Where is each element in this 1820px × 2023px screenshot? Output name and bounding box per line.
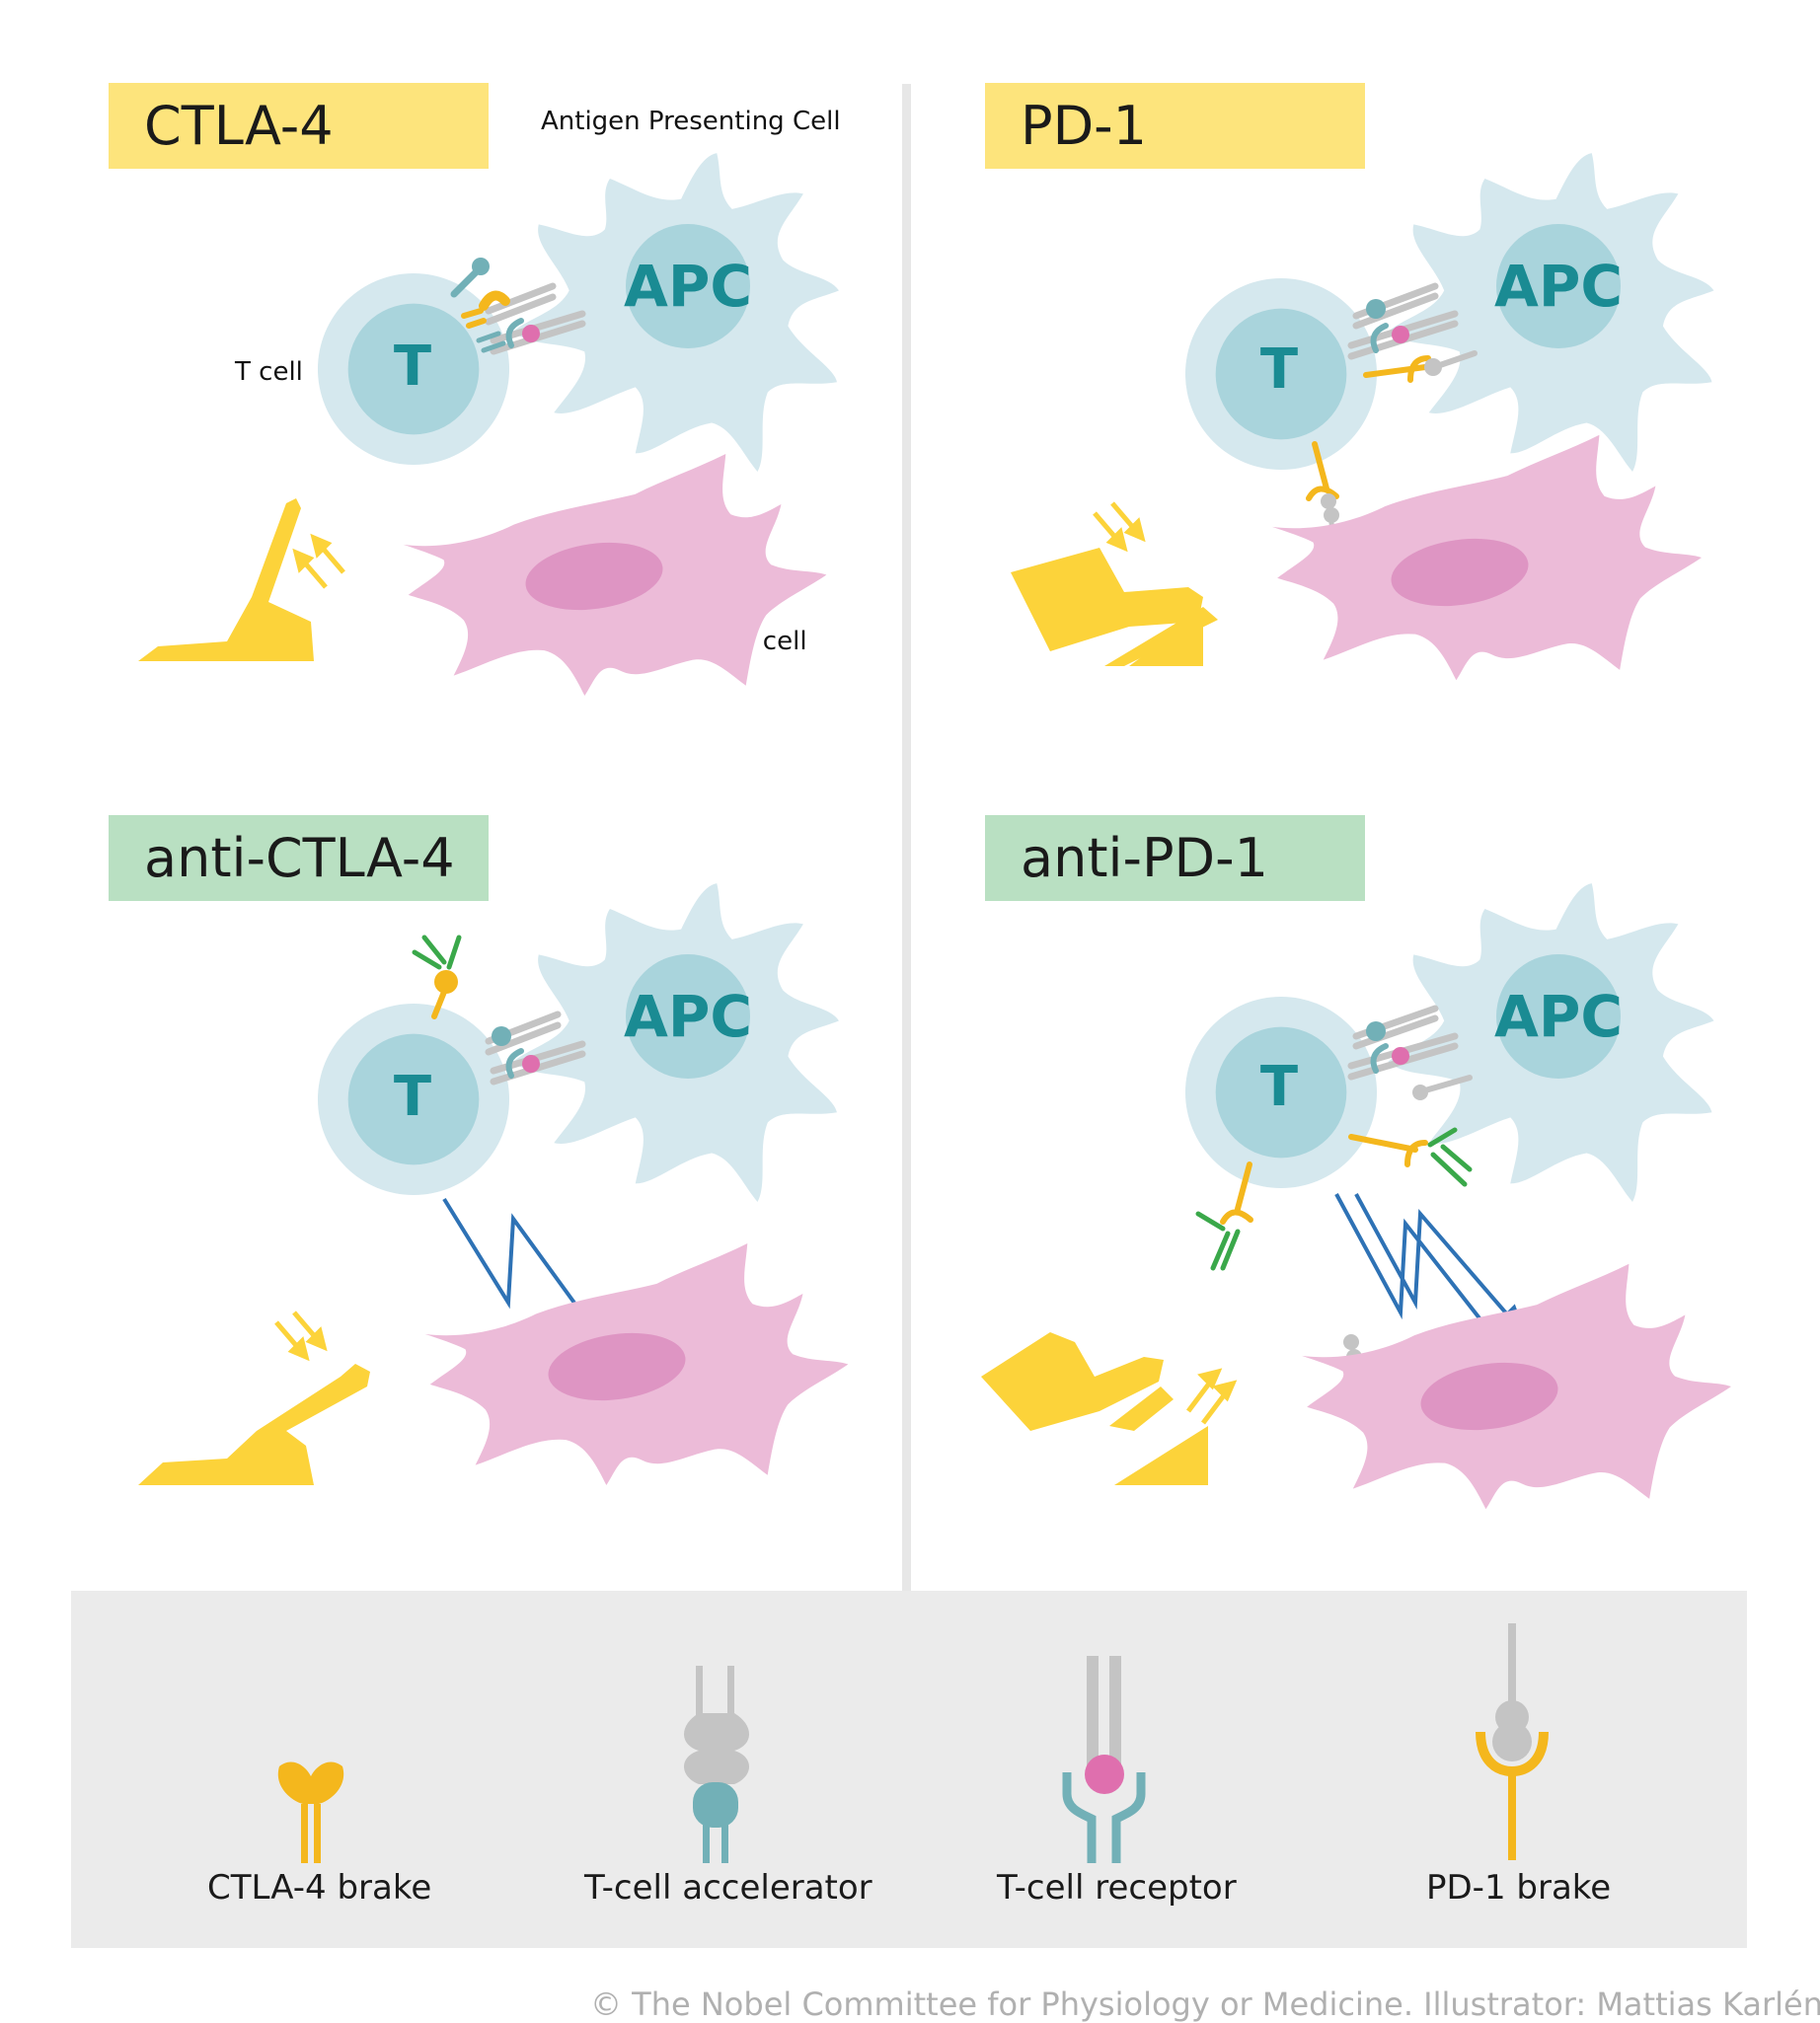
- gas-pedal: [138, 498, 314, 661]
- pd1-panel-illustration: APC T: [1011, 153, 1714, 681]
- apc-label: APC: [1494, 253, 1623, 320]
- brake-foot: [1011, 548, 1218, 666]
- panel-title-ctla4: CTLA-4: [109, 83, 489, 169]
- ctla4-brake-icon: [277, 1761, 344, 1863]
- apc-nucleus: [626, 954, 750, 1079]
- apc-label: APC: [1494, 983, 1623, 1050]
- brake-foot-lifted: [981, 1332, 1208, 1485]
- pedal-arrows: [274, 1311, 328, 1362]
- gas-pedal: [138, 1364, 370, 1485]
- apc-nucleus: [626, 224, 750, 348]
- t-cell-receptor-icon: [1062, 1656, 1146, 1863]
- copyright-credit: © The Nobel Committee for Physiology or …: [590, 1986, 1820, 2023]
- panel-title-anti-ctla4-text: anti-CTLA-4: [144, 827, 455, 889]
- legend-label-t-cell-receptor: T-cell receptor: [997, 1868, 1237, 1908]
- antibody-blocking-pd1: [1348, 1127, 1473, 1187]
- t-cell-label: T: [1260, 337, 1298, 402]
- cancer-nucleus: [525, 542, 663, 611]
- legend-label-t-cell-accelerator: T-cell accelerator: [584, 1868, 872, 1908]
- panel-title-anti-pd1-text: anti-PD-1: [1021, 827, 1268, 889]
- apc-label: APC: [624, 253, 752, 320]
- pedal-arrows: [1093, 501, 1146, 553]
- cancer-nucleus: [1420, 1362, 1558, 1431]
- t-cell-label: T: [394, 335, 431, 399]
- t-cell-accelerator-icon: [684, 1666, 749, 1863]
- pedal-arrows: [292, 533, 345, 589]
- legend-label-pd1-brake: PD-1 brake: [1426, 1868, 1612, 1908]
- pedal-arrows: [1186, 1368, 1238, 1425]
- receptor-cluster: [1347, 282, 1478, 383]
- apc-label: APC: [624, 983, 752, 1050]
- t-cell-caption: T cell: [235, 357, 303, 387]
- panel-title-anti-ctla4: anti-CTLA-4: [109, 815, 489, 901]
- pd1-brake-icon: [1476, 1623, 1549, 1860]
- legend-panel: [71, 1591, 1747, 1948]
- anti-ctla4-panel-illustration: APC T: [138, 883, 849, 1485]
- ctla4-panel-illustration: APC T: [138, 153, 839, 696]
- apc-nucleus: [1496, 224, 1621, 348]
- legend-label-ctla4-brake: CTLA-4 brake: [207, 1868, 432, 1908]
- panel-title-ctla4-text: CTLA-4: [144, 95, 334, 157]
- panel-divider: [902, 84, 911, 1591]
- antibody-blocking-pd1-2: [1195, 1161, 1253, 1271]
- cancer-nucleus: [1391, 538, 1529, 607]
- receptor-cluster: [1347, 1005, 1473, 1100]
- antibody-blocking-ctla4: [412, 935, 462, 1019]
- apc-caption: Antigen Presenting Cell: [541, 107, 841, 136]
- receptor-cluster: [450, 258, 586, 355]
- panel-title-anti-pd1: anti-PD-1: [985, 815, 1365, 901]
- receptor-cluster: [485, 1011, 586, 1086]
- cancer-nucleus: [548, 1332, 686, 1401]
- panel-title-pd1: PD-1: [985, 83, 1365, 169]
- panel-title-pd1-text: PD-1: [1021, 95, 1147, 157]
- t-cell-label: T: [1260, 1055, 1298, 1119]
- anti-pd1-panel-illustration: APC T: [981, 883, 1731, 1510]
- t-cell-label: T: [394, 1065, 431, 1129]
- apc-nucleus: [1496, 954, 1621, 1079]
